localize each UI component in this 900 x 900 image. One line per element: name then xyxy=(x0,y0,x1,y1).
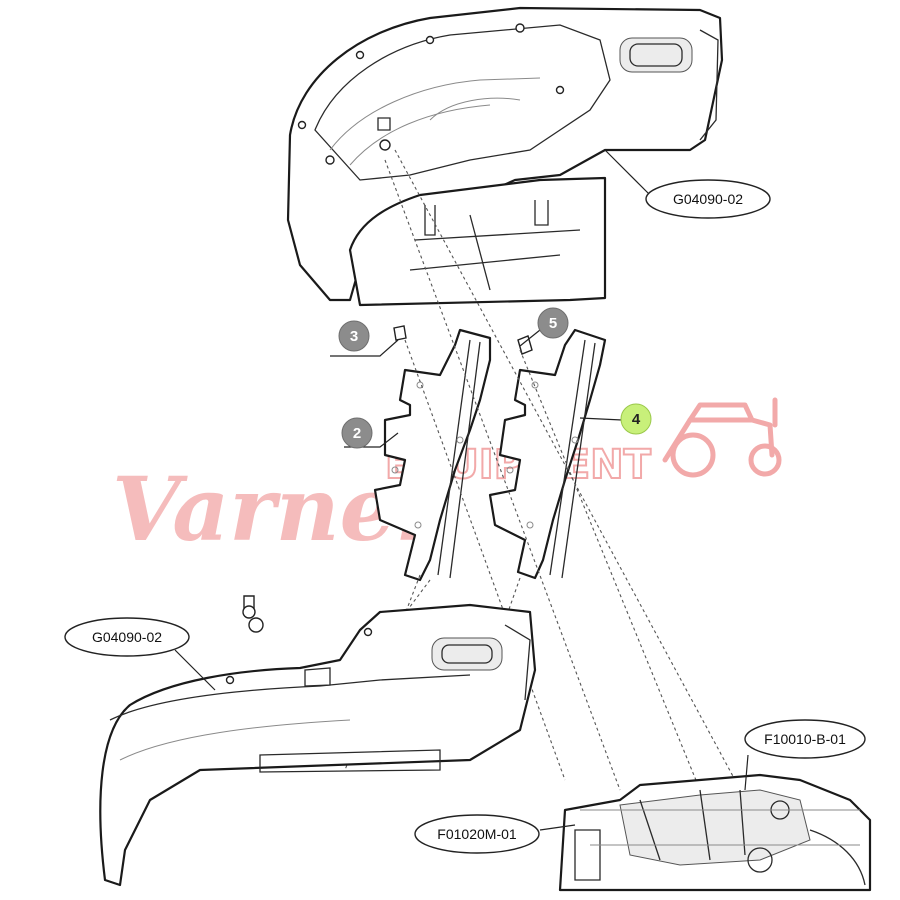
nut-3 xyxy=(393,325,407,341)
label-upper-fender: G04090-02 xyxy=(645,179,771,219)
lower-bolts xyxy=(242,595,264,633)
svg-text:F10010-B-01: F10010-B-01 xyxy=(764,731,846,747)
callout-3: 3 xyxy=(338,320,370,352)
svg-text:4: 4 xyxy=(632,411,641,428)
right-bracket xyxy=(488,328,607,580)
callout-4: 4 xyxy=(620,403,652,435)
svg-text:G04090-02: G04090-02 xyxy=(673,191,743,207)
svg-text:G04090-02: G04090-02 xyxy=(92,629,162,645)
upper-fender xyxy=(286,6,724,307)
callout-2: 2 xyxy=(341,417,373,449)
callout-5: 5 xyxy=(537,307,569,339)
leader-upper-fender xyxy=(604,149,651,196)
left-bracket xyxy=(373,328,492,582)
transmission-housing xyxy=(558,773,872,892)
leader-5 xyxy=(519,329,541,347)
leader-4 xyxy=(579,417,623,421)
label-f10010: F10010-B-01 xyxy=(744,719,866,759)
svg-text:3: 3 xyxy=(350,328,358,345)
label-lower-fender: G04090-02 xyxy=(64,617,190,657)
svg-text:5: 5 xyxy=(549,315,557,332)
lower-fender xyxy=(99,603,537,887)
leader-lower-fender xyxy=(174,649,216,691)
tractor-icon xyxy=(662,397,782,478)
nut-5 xyxy=(517,335,533,355)
label-f01020: F01020M-01 xyxy=(414,814,540,854)
svg-text:2: 2 xyxy=(353,425,361,442)
leader-f01020 xyxy=(539,824,576,831)
leader-f10010 xyxy=(744,754,749,791)
leader-3 xyxy=(330,339,399,357)
svg-text:F01020M-01: F01020M-01 xyxy=(437,826,517,842)
